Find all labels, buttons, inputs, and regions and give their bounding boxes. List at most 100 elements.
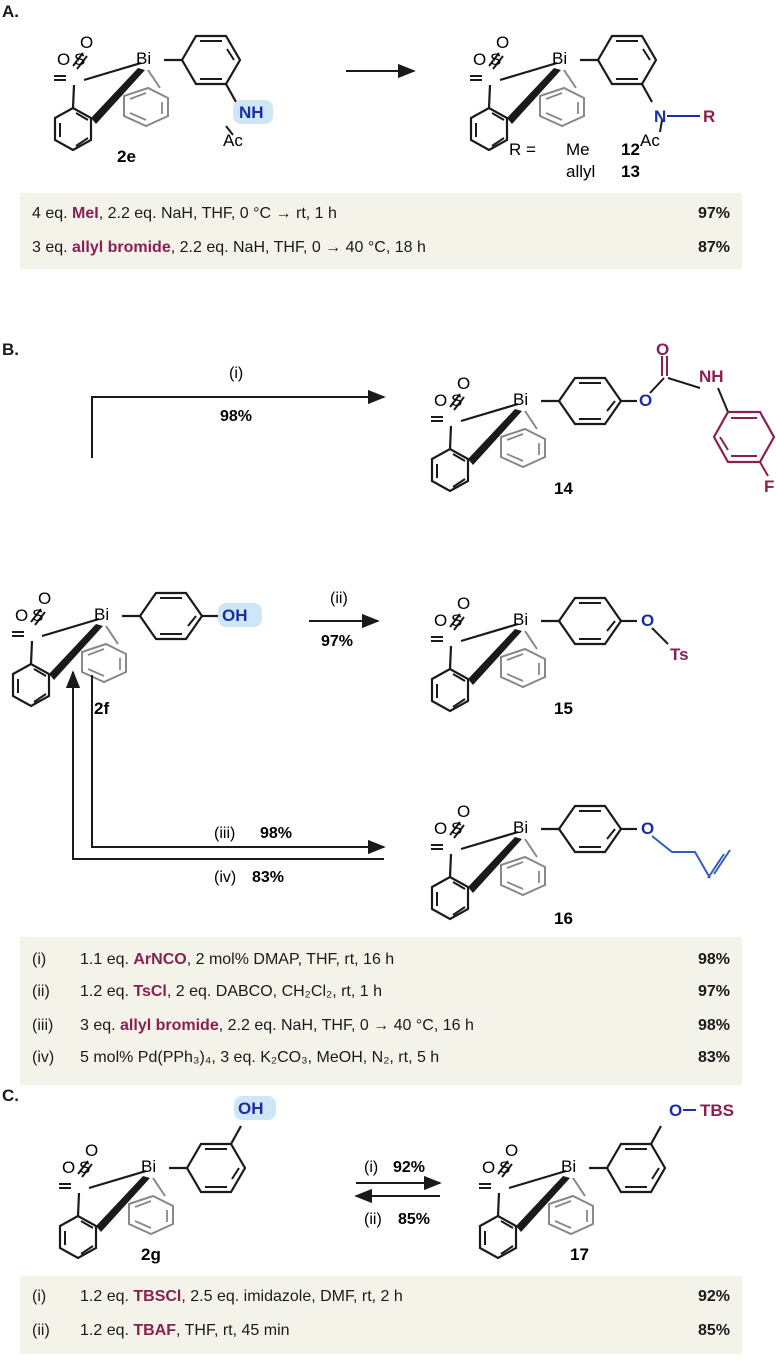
condition-text: 5 mol% Pd(PPh₃)₄, 3 eq. K₂CO₃, MeOH, N₂,… <box>80 1049 439 1067</box>
bi-label: Bi <box>136 49 151 68</box>
compound-2g-structure <box>57 1125 247 1260</box>
reagent-name: allyl bromide <box>120 1017 219 1034</box>
oh-label: OH <box>238 1099 264 1118</box>
bi-label: Bi <box>561 1157 576 1176</box>
condition-post: , 2 eq. DABCO, CH₂Cl₂, rt, 1 h <box>166 983 383 1000</box>
condition-tag: (i) <box>32 951 47 968</box>
section-b-label: B. <box>2 340 19 359</box>
arrow-iv <box>65 670 384 860</box>
compound-label-2f: 2f <box>94 699 109 718</box>
compound-label-2e: 2e <box>117 147 136 166</box>
o-label: O <box>457 374 470 393</box>
reagent-name: allyl bromide <box>72 239 171 256</box>
condition-post: , THF, rt, 45 min <box>176 1322 290 1339</box>
condition-row-a2: 3 eq. allyl bromide, 2.2 eq. NaH, THF, 0… <box>20 239 742 261</box>
yield-value: 85% <box>697 1322 730 1339</box>
o-label: O <box>505 1141 518 1160</box>
conditions-panel-a: 4 eq. MeI, 2.2 eq. NaH, THF, 0 °C → rt, … <box>20 193 742 269</box>
compound-17-structure <box>477 1125 667 1260</box>
condition-text: 1.1 eq. ArNCO, 2 mol% DMAP, THF, rt, 16 … <box>80 951 394 969</box>
condition-pre: 1.2 eq. <box>80 1322 134 1339</box>
condition-text: 1.2 eq. TBSCl, 2.5 eq. imidazole, DMF, r… <box>80 1288 403 1306</box>
reagent-name: TBSCl <box>133 1288 182 1305</box>
condition-text: 3 eq. allyl bromide, 2.2 eq. NaH, THF, 0… <box>80 1017 474 1035</box>
compound-label-16: 16 <box>554 909 573 928</box>
compound-label-14: 14 <box>554 479 573 498</box>
o-label: O <box>57 50 70 69</box>
reagent-name: TBAF <box>133 1322 177 1339</box>
condition-row-b3: (iii) 3 eq. allyl bromide, 2.2 eq. NaH, … <box>20 1017 742 1039</box>
conditions-panel-b: (i) 1.1 eq. ArNCO, 2 mol% DMAP, THF, rt,… <box>20 937 742 1085</box>
section-c-label: C. <box>2 1086 19 1105</box>
arrow-i-yield: 98% <box>220 408 252 425</box>
oh-label: OH <box>222 606 248 625</box>
o-label: O <box>457 802 470 821</box>
s-label: S <box>451 611 462 630</box>
bi-label: Bi <box>513 610 528 629</box>
r-label: R <box>703 107 715 126</box>
ac-label: Ac <box>640 131 660 150</box>
conditions-panel-c: (i) 1.2 eq. TBSCl, 2.5 eq. imidazole, DM… <box>20 1276 742 1354</box>
reagent-name: TsCl <box>133 983 167 1000</box>
s-label: S <box>499 1158 510 1177</box>
allyl-chain <box>651 835 711 879</box>
f-label: F <box>764 477 774 496</box>
ts-label: Ts <box>670 645 689 664</box>
condition-pre: 1.2 eq. <box>80 983 134 1000</box>
yield-value: 98% <box>697 951 730 968</box>
o-label: O <box>38 589 51 608</box>
o-label: O <box>80 33 93 52</box>
arrow-i-label: (i) <box>229 365 243 382</box>
section-a-label: A. <box>2 2 19 21</box>
o-label: O <box>85 1141 98 1160</box>
condition-tag: (i) <box>32 1288 47 1305</box>
arrow-iii <box>91 675 386 855</box>
condition-text: 1.2 eq. TsCl, 2 eq. DABCO, CH₂Cl₂, rt, 1… <box>80 983 382 1001</box>
condition-tag: (ii) <box>32 1322 50 1339</box>
oh-highlight-2g <box>234 1096 276 1120</box>
bi-label: Bi <box>94 605 109 624</box>
yield-value: 83% <box>697 1049 730 1066</box>
arrow-i <box>91 389 386 458</box>
arrow-c-ii-label: (ii) <box>364 1211 382 1228</box>
condition-row-a1: 4 eq. MeI, 2.2 eq. NaH, THF, 0 °C → rt, … <box>20 205 742 227</box>
compound-label-13: 13 <box>621 162 640 181</box>
nh-highlight <box>233 100 273 124</box>
arrow-c-i-label: (i) <box>364 1159 378 1176</box>
condition-text: 4 eq. MeI, 2.2 eq. NaH, THF, 0 °C → rt, … <box>32 205 337 223</box>
arrow-ii-label: (ii) <box>330 590 348 607</box>
o-label: O <box>482 1158 495 1177</box>
compound-label-2g: 2g <box>141 1245 161 1264</box>
yield-value: 98% <box>697 1017 730 1034</box>
s-label: S <box>490 50 501 69</box>
o-label: O <box>434 391 447 410</box>
o-label: O <box>62 1158 75 1177</box>
o-label: O <box>641 819 654 838</box>
compound-label-17: 17 <box>570 1245 589 1264</box>
ac-label: Ac <box>223 131 243 150</box>
condition-text: 3 eq. allyl bromide, 2.2 eq. NaH, THF, 0… <box>32 239 426 257</box>
condition-row-c2: (ii) 1.2 eq. TBAF, THF, rt, 45 min 85% <box>20 1322 742 1344</box>
s-label: S <box>79 1158 90 1177</box>
o-label: O <box>641 611 654 630</box>
yield-value: 92% <box>697 1288 730 1305</box>
s-label: S <box>451 819 462 838</box>
condition-pre: 3 eq. <box>32 239 73 256</box>
o-label: O <box>656 340 669 359</box>
arrow-ii-yield: 97% <box>321 633 353 650</box>
yield-value: 87% <box>697 239 730 256</box>
bi-label: Bi <box>513 818 528 837</box>
condition-post: , 2.2 eq. NaH, THF, 0 °C → rt, 1 h <box>98 205 337 222</box>
condition-pre: 1.2 eq. <box>80 1288 134 1305</box>
condition-pre: 5 mol% Pd(PPh₃)₄, 3 eq. K₂CO₃, MeOH, N₂,… <box>80 1049 440 1066</box>
o-label: O <box>473 50 486 69</box>
condition-row-b1: (i) 1.1 eq. ArNCO, 2 mol% DMAP, THF, rt,… <box>20 951 742 973</box>
yield-value: 97% <box>697 205 730 222</box>
reagent-name: ArNCO <box>133 951 187 968</box>
o-label: O <box>434 819 447 838</box>
condition-pre: 4 eq. <box>32 205 73 222</box>
o-label: O <box>457 594 470 613</box>
arrow-c-i-yield: 92% <box>393 1159 425 1176</box>
tbs-label: TBS <box>700 1101 734 1120</box>
condition-tag: (iii) <box>32 1017 54 1034</box>
